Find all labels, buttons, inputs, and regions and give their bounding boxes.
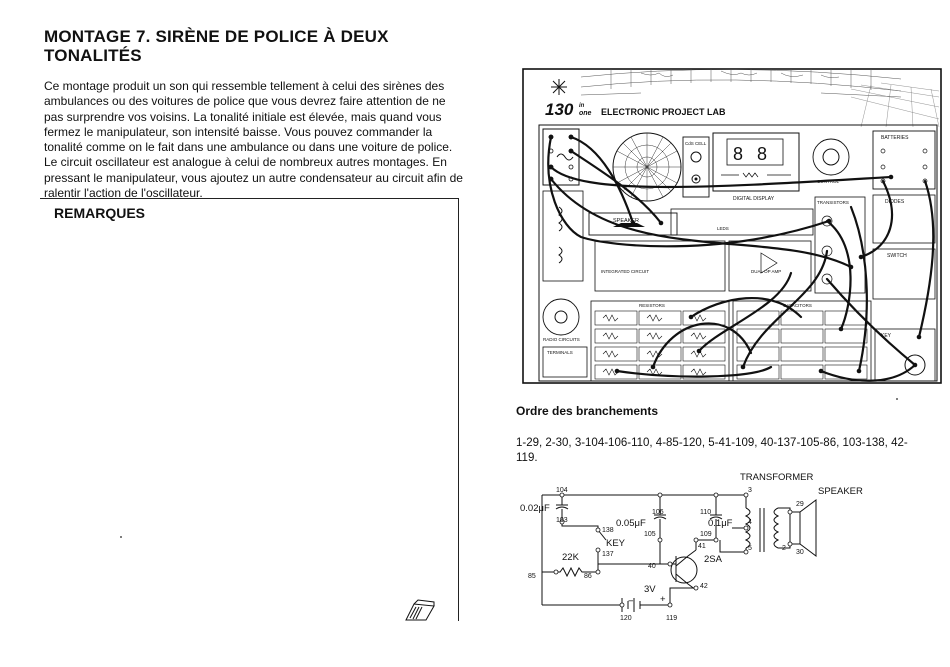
transistor-label: 2SA — [704, 554, 723, 565]
pencil-icon — [404, 598, 440, 627]
radar-dial — [612, 132, 682, 202]
board-opamp-label: DUAL OP AMP — [751, 269, 781, 274]
terminal-42: 42 — [700, 583, 708, 590]
transformer-label: TRANSFORMER — [740, 472, 814, 483]
c1-value: 0.02μF — [520, 503, 550, 514]
board-digital-display-label: DIGITAL DISPLAY — [733, 196, 775, 202]
terminal-5: 5 — [748, 545, 752, 552]
project-lab-board: 130 in one ELECTRONIC PROJECT LAB SPEAKE… — [521, 67, 943, 385]
speaker-label: SPEAKER — [818, 486, 863, 497]
board-logo-one: one — [579, 110, 592, 117]
terminal-2: 2 — [782, 545, 786, 552]
board-lab-title: ELECTRONIC PROJECT LAB — [601, 107, 726, 117]
terminal-138: 138 — [602, 527, 614, 534]
battery-value: 3V — [644, 584, 656, 595]
board-radio-label: RADIO CIRCUITS — [543, 337, 580, 342]
terminal-104: 104 — [556, 487, 568, 494]
intro-paragraph: Ce montage produit un son qui ressemble … — [44, 79, 463, 201]
terminal-40: 40 — [648, 563, 656, 570]
battery-minus: − — [628, 596, 634, 607]
c2-value: 0.05μF — [616, 518, 646, 529]
segment-display-glyph-2: 8 — [757, 144, 767, 164]
board-ic-label: INTEGRATED CIRCUIT — [601, 269, 649, 274]
star-icon — [551, 79, 567, 95]
board-leds-label: LEDS — [717, 226, 729, 231]
specks-2 — [896, 398, 898, 400]
board-speaker-label: SPEAKER — [613, 218, 639, 224]
remarks-title: REMARQUES — [54, 205, 146, 221]
terminal-4: 4 — [748, 519, 752, 526]
terminal-120: 120 — [620, 615, 632, 620]
key-label: KEY — [606, 538, 626, 549]
page-title: MONTAGE 7. SIRÈNE DE POLICE À DEUX TONAL… — [44, 27, 464, 65]
board-logo-in: in — [579, 103, 585, 109]
board-switch-label: SWITCH — [887, 253, 907, 259]
specks — [120, 536, 122, 538]
terminal-85: 85 — [528, 573, 536, 580]
jumper-wires — [547, 135, 935, 382]
terminal-29: 29 — [796, 501, 804, 508]
resistor-value: 22K — [562, 552, 580, 563]
terminal-119: 119 — [666, 615, 677, 620]
board-transistors-label: TRANSISTORS — [817, 200, 849, 205]
c3-value: 0.1μF — [708, 518, 733, 529]
remarks-box: REMARQUES — [40, 198, 459, 621]
board-cds-label: CdS CELL — [685, 141, 707, 146]
title-line-1: MONTAGE 7. SIRÈNE DE POLICE À DEUX — [44, 27, 389, 46]
board-diodes-label: DIODES — [885, 199, 905, 205]
board-logo-number: 130 — [545, 100, 574, 119]
terminal-137: 137 — [602, 551, 614, 558]
terminal-103: 103 — [556, 517, 568, 524]
board-capacitors-label: CAPACITORS — [783, 303, 812, 308]
terminal-3: 3 — [748, 487, 752, 494]
board-terminals-label: TERMINALS — [547, 350, 573, 355]
terminal-41: 41 — [698, 543, 706, 550]
order-title: Ordre des branchements — [516, 404, 659, 418]
board-resistors-label: RESISTORS — [639, 303, 665, 308]
terminal-109: 109 — [700, 531, 712, 538]
terminal-30: 30 — [796, 549, 804, 556]
terminal-86: 86 — [584, 573, 592, 580]
battery-plus: + — [660, 594, 666, 605]
terminal-105: 105 — [644, 531, 656, 538]
circuit-schematic: TRANSFORMER SPEAKER 0.02μF 0.05μF 0.1μF … — [520, 470, 945, 622]
connection-order-text: 1-29, 2-30, 3-104-106-110, 4-85-120, 5-4… — [516, 437, 908, 464]
title-line-2: TONALITÉS — [44, 46, 142, 65]
segment-display-glyph: 8 — [733, 144, 743, 164]
board-key-label: KEY — [881, 333, 892, 339]
terminal-110: 110 — [700, 509, 711, 516]
terminal-106: 106 — [652, 509, 664, 516]
board-batteries-label: BATTERIES — [881, 135, 909, 141]
